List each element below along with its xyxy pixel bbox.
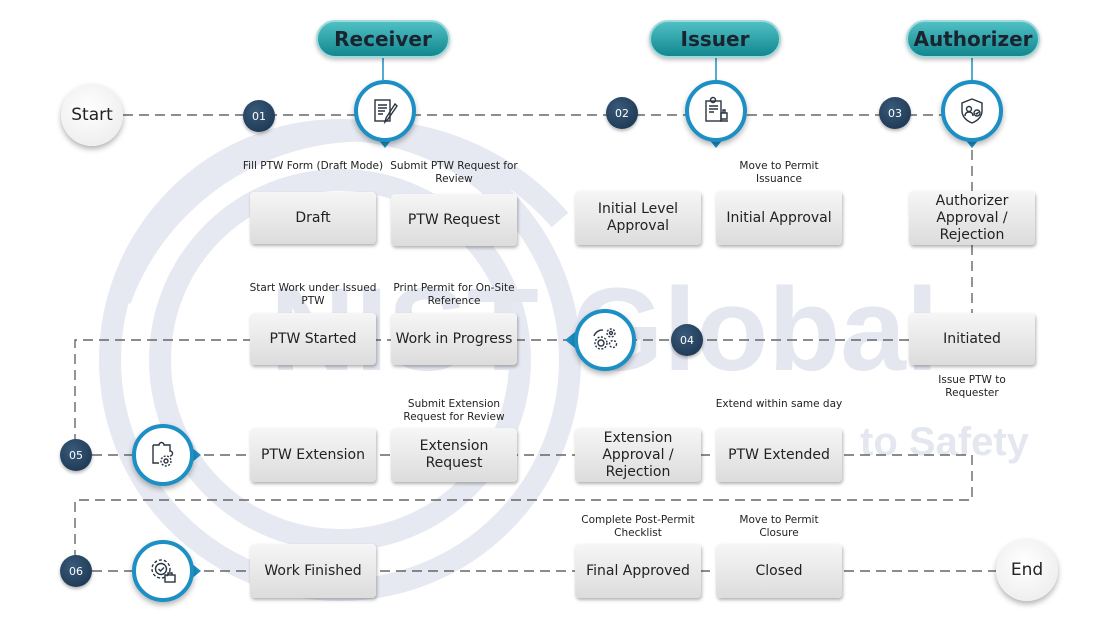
node-closed: Closed [716, 544, 842, 598]
step-badge-05: 05 [60, 439, 92, 471]
step-badge-01: 01 [243, 100, 275, 132]
node-final-approved: Final Approved [575, 544, 701, 598]
start-node: Start [61, 84, 123, 146]
node-authorizer-approval: Authorizer Approval / Rejection [909, 191, 1035, 245]
receiver-pin [354, 80, 416, 148]
caption-ptw-extended: Extend within same day [715, 398, 843, 410]
node-work-finished: Work Finished [250, 544, 376, 598]
step-badge-03: 03 [879, 97, 911, 129]
extension-pin [132, 424, 201, 486]
node-extension-approval: Extension Approval / Rejection [575, 428, 701, 482]
caption-ptw-request: Submit PTW Request for Review [390, 160, 518, 185]
progress-pin [565, 309, 636, 371]
finish-pin [132, 540, 201, 602]
role-receiver: Receiver [316, 20, 450, 58]
puzzle-gear-icon [152, 441, 174, 467]
node-draft: Draft [250, 192, 376, 244]
caption-initiated: Issue PTW to Requester [938, 374, 1006, 399]
form-edit-icon [374, 99, 398, 125]
end-node: End [996, 539, 1058, 601]
caption-final-approved: Complete Post-Permit Checklist [581, 514, 695, 539]
role-authorizer: Authorizer [906, 20, 1040, 58]
caption-draft: Fill PTW Form (Draft Mode) [242, 160, 384, 172]
node-ptw-extended: PTW Extended [716, 428, 842, 482]
document-approval-icon [705, 96, 728, 122]
step-badge-06: 06 [60, 555, 92, 587]
step-badge-04: 04 [671, 324, 703, 356]
authorizer-pin [941, 80, 1003, 148]
node-ptw-started: PTW Started [250, 313, 376, 365]
node-extension-request: Extension Request [391, 428, 517, 482]
node-ptw-request: PTW Request [391, 194, 517, 246]
watermark-tagline: to Safety [860, 420, 1029, 464]
role-issuer: Issuer [649, 20, 781, 58]
caption-closed: Move to Permit Closure [739, 514, 819, 539]
issuer-pin [685, 80, 747, 148]
caption-extension-request: Submit Extension Request for Review [403, 398, 505, 423]
caption-work-in-progress: Print Permit for On-Site Reference [393, 282, 515, 307]
node-initial-level-approval: Initial Level Approval [575, 191, 701, 245]
caption-initial-approval: Move to Permit Issuance [739, 160, 819, 185]
node-work-in-progress: Work in Progress [391, 313, 517, 365]
shield-user-icon [961, 98, 983, 124]
step-badge-02: 02 [606, 97, 638, 129]
node-initial-approval: Initial Approval [716, 191, 842, 245]
gears-icon [593, 328, 618, 350]
gear-check-briefcase-icon [151, 559, 176, 583]
caption-ptw-started: Start Work under Issued PTW [249, 282, 377, 307]
connector-row-3 [74, 454, 973, 556]
node-initiated: Initiated [909, 313, 1035, 365]
node-ptw-extension: PTW Extension [250, 428, 376, 482]
